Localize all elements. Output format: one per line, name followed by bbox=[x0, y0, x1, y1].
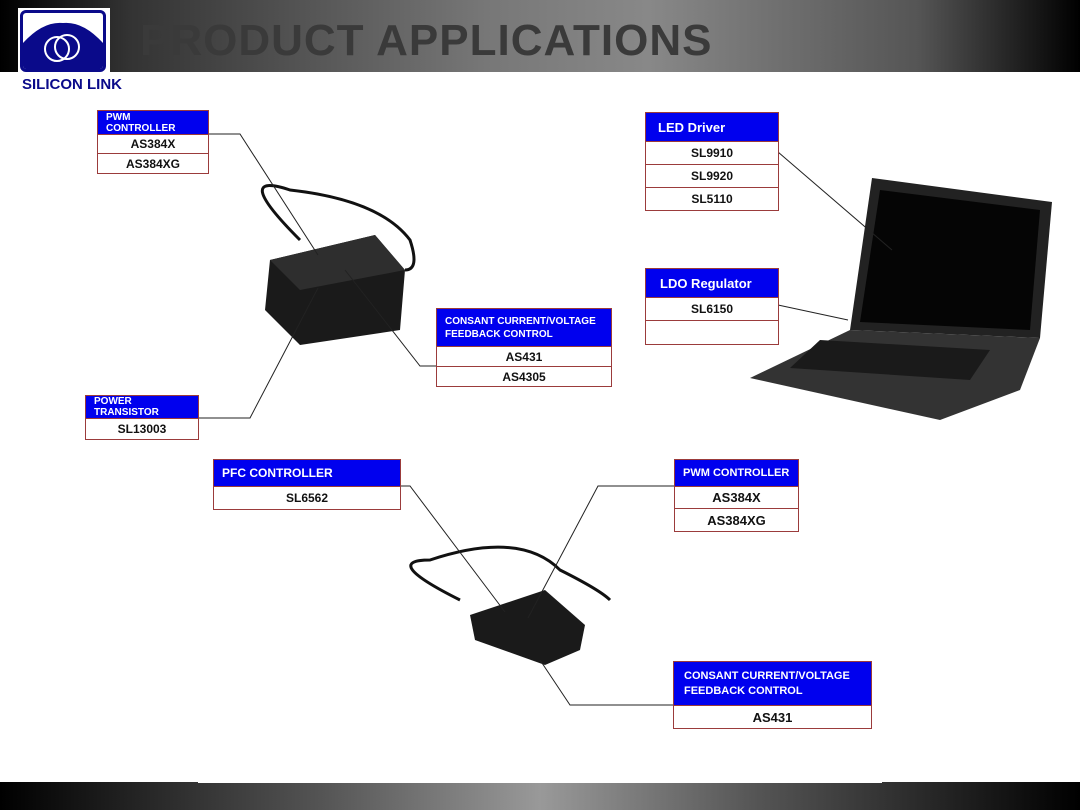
part-number: AS431 bbox=[752, 709, 793, 725]
footer-bar bbox=[0, 782, 1080, 810]
part-number: AS431 bbox=[437, 347, 611, 367]
laptop-adapter-image bbox=[409, 545, 612, 665]
pwm-controller-box-2: PWM CONTROLLER AS384X AS384XG bbox=[674, 459, 799, 532]
ldo-regulator-box: LDO Regulator SL6150 bbox=[645, 268, 779, 345]
pfc-controller-box: PFC CONTROLLER SL6562 bbox=[213, 459, 401, 510]
part-number: AS4305 bbox=[502, 369, 546, 384]
laptop-image bbox=[750, 178, 1052, 420]
part-number: SL6562 bbox=[285, 491, 329, 505]
part-number: AS384X bbox=[675, 487, 798, 509]
feedback-control-box-1: CONSANT CURRENT/VOLTAGE FEEDBACK CONTROL… bbox=[436, 308, 612, 387]
box-title: PWM CONTROLLER bbox=[98, 111, 208, 135]
footer-divider bbox=[198, 780, 882, 783]
box-title: PFC CONTROLLER bbox=[214, 460, 400, 487]
wall-adapter-image bbox=[261, 184, 416, 345]
power-transistor-box: POWER TRANSISTOR SL13003 bbox=[85, 395, 199, 440]
part-number: SL9910 bbox=[646, 142, 778, 165]
part-number: AS384X bbox=[98, 135, 208, 154]
part-number: SL5110 bbox=[691, 192, 733, 206]
part-number: AS384XG bbox=[707, 512, 766, 528]
page-title: PRODUCT APPLICATIONS bbox=[140, 16, 713, 65]
box-title: CONSANT CURRENT/VOLTAGE FEEDBACK CONTROL bbox=[437, 309, 611, 347]
part-number: AS384XG bbox=[125, 156, 181, 171]
part-number: SL13003 bbox=[117, 422, 167, 436]
brand-name: SILICON LINK bbox=[22, 76, 122, 93]
box-title: CONSANT CURRENT/VOLTAGE FEEDBACK CONTROL bbox=[674, 662, 871, 706]
box-title: LDO Regulator bbox=[646, 269, 778, 298]
box-title: POWER TRANSISTOR bbox=[86, 396, 198, 419]
part-number bbox=[646, 321, 778, 344]
box-title: PWM CONTROLLER bbox=[675, 460, 798, 487]
led-driver-box: LED Driver SL9910 SL9920 SL5110 bbox=[645, 112, 779, 211]
title-bar bbox=[0, 0, 1080, 72]
feedback-control-box-2: CONSANT CURRENT/VOLTAGE FEEDBACK CONTROL… bbox=[673, 661, 872, 729]
part-number: SL9920 bbox=[646, 165, 778, 188]
leader-lines bbox=[198, 133, 893, 706]
part-number: SL6150 bbox=[646, 298, 778, 321]
logo bbox=[18, 8, 110, 74]
box-title: LED Driver bbox=[646, 113, 778, 142]
pwm-controller-box-1: PWM CONTROLLER AS384X AS384XG bbox=[97, 110, 209, 174]
